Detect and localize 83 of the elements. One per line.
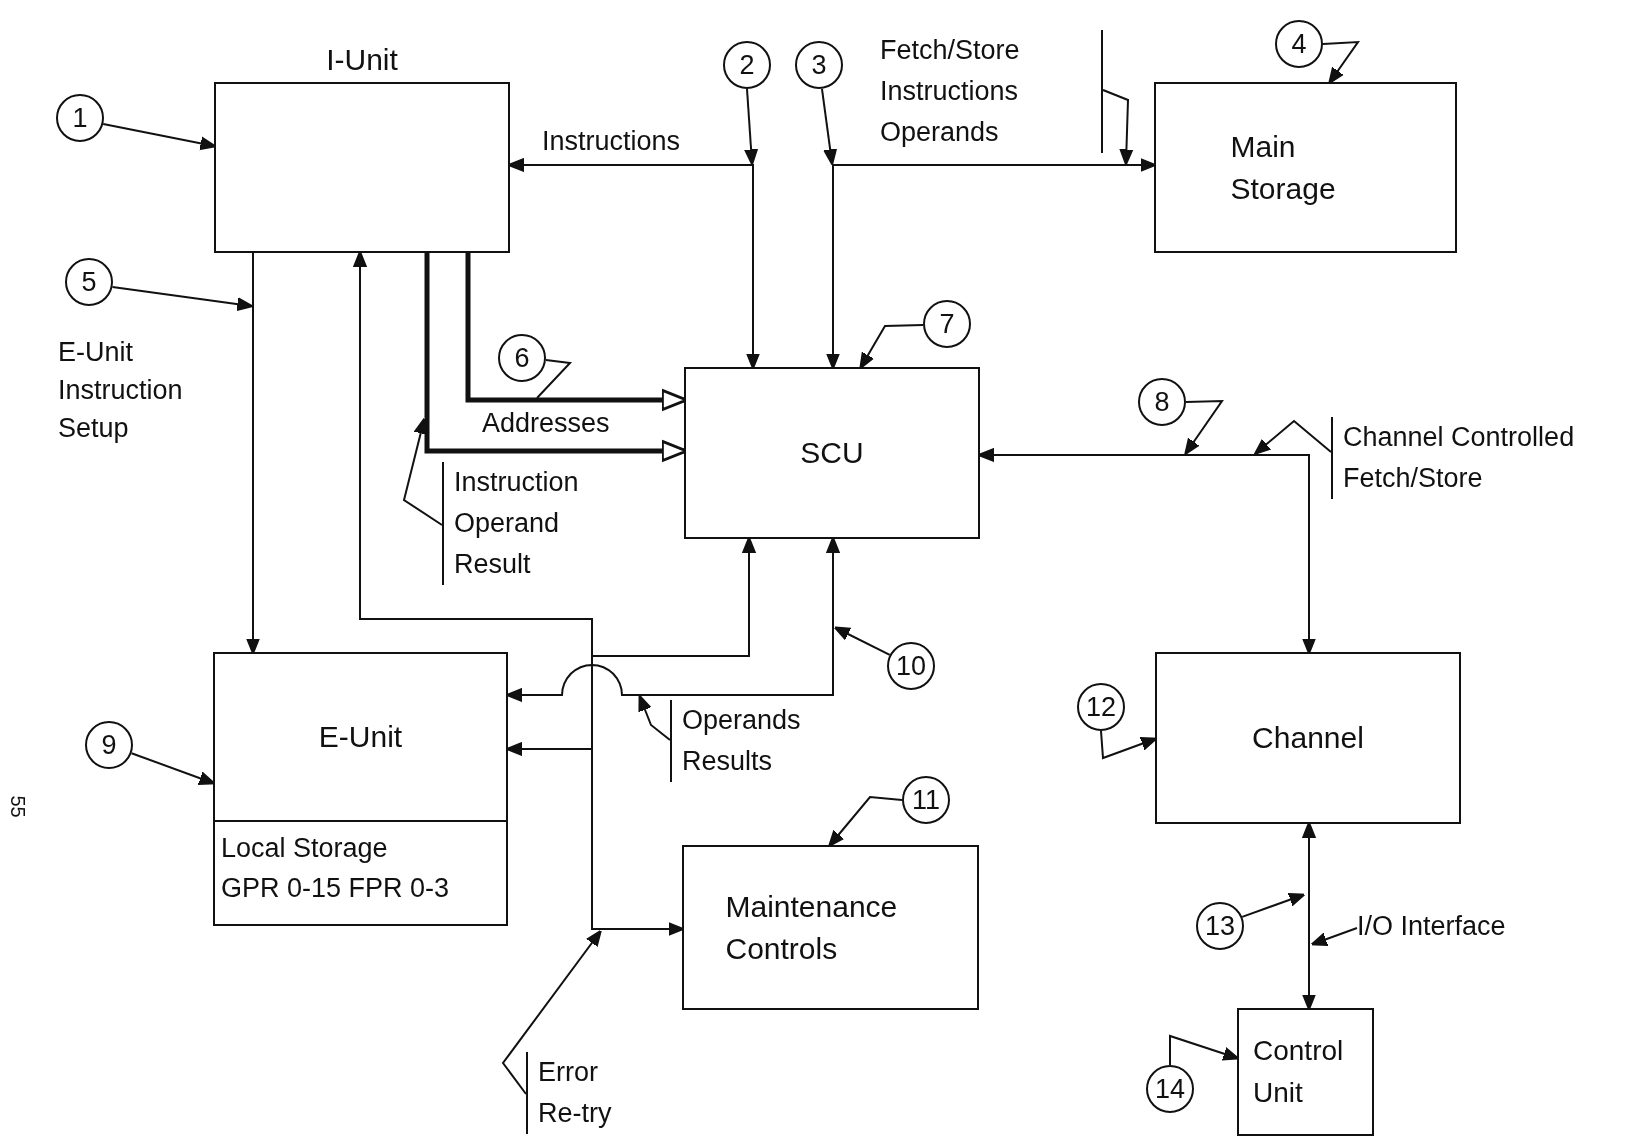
arrow	[591, 536, 756, 750]
leader-line	[130, 752, 216, 785]
note-text: Operands Results	[682, 705, 801, 776]
box-title: I-Unit	[325, 42, 399, 78]
note-text: Error Re-try	[538, 1057, 612, 1128]
box-label: E-Unit	[318, 719, 403, 755]
note-text: Channel Controlled Fetch/Store	[1343, 422, 1575, 493]
callout-number: 7	[939, 309, 955, 339]
process-box	[1237, 1008, 1374, 1136]
callout-number: 9	[101, 730, 117, 760]
callout-number: 1	[72, 103, 88, 133]
callout-circle	[795, 41, 843, 89]
storage-label: GPR 0-15 FPR 0-3	[221, 872, 451, 905]
callout-number: 10	[895, 651, 926, 681]
leader-line	[402, 417, 443, 526]
leader-line	[828, 795, 903, 848]
arrow	[977, 448, 1316, 655]
box-label: SCU	[800, 435, 864, 471]
arrow	[591, 748, 685, 936]
leader-line	[1102, 89, 1134, 166]
callout-circle	[56, 94, 104, 142]
arrow	[1302, 821, 1316, 1011]
note-text: I/O Interface	[1357, 906, 1597, 947]
process-box	[213, 652, 508, 926]
callout-circle	[902, 776, 950, 824]
leader-line	[1100, 730, 1158, 760]
callout-circle	[1138, 378, 1186, 426]
leader-line	[744, 88, 758, 166]
box-label: Main Storage	[1230, 128, 1337, 207]
leader-line	[1253, 419, 1332, 455]
leader-line	[501, 929, 602, 1095]
leader-line	[111, 285, 254, 311]
callout-number: 14	[1154, 1074, 1185, 1104]
callout-circle	[887, 642, 935, 690]
leader-line	[536, 359, 573, 399]
leader-line	[821, 87, 838, 166]
leader-line	[1184, 399, 1224, 456]
arrow	[246, 252, 260, 655]
box-label: Channel	[1252, 720, 1364, 756]
callout-circle	[1196, 902, 1244, 950]
edge-label: Addresses	[482, 407, 610, 440]
arrow	[505, 742, 593, 756]
callout-circle	[1146, 1065, 1194, 1113]
callout-circle	[1275, 20, 1323, 68]
box-label: Control Unit	[1253, 1034, 1345, 1110]
note-text: Fetch/Store Instructions Operands	[880, 35, 1020, 147]
callout-number: 3	[811, 50, 827, 80]
callout-circle	[1077, 683, 1125, 731]
callout-circle	[723, 41, 771, 89]
leader-line	[1169, 1034, 1240, 1066]
callout-number: 4	[1291, 29, 1307, 59]
process-box	[1155, 652, 1461, 824]
leader-line	[638, 694, 671, 741]
storage-label: Local Storage	[221, 832, 389, 865]
callout-number: 6	[514, 343, 530, 373]
callout-number: 11	[912, 785, 940, 815]
callout-circle	[498, 334, 546, 382]
box-label: Maintenance Controls	[725, 888, 899, 967]
callout-circle	[85, 721, 133, 769]
callout-circle	[65, 258, 113, 306]
callout-number: 12	[1085, 692, 1116, 722]
leader-line	[1241, 893, 1306, 918]
callout-number: 13	[1204, 911, 1235, 941]
arrow	[826, 158, 1157, 370]
arrow	[507, 158, 760, 370]
note-text: Instruction Operand Result	[454, 467, 579, 579]
bracket	[880, 30, 1103, 153]
leader-line	[1310, 927, 1358, 946]
callout-circle	[923, 300, 971, 348]
page-number: 55	[5, 795, 29, 818]
arrow	[505, 536, 840, 702]
leader-line	[1322, 40, 1360, 85]
edge-label: Instructions	[542, 125, 681, 158]
callout-number: 2	[739, 50, 755, 80]
process-box	[682, 845, 979, 1010]
leader-line	[833, 626, 891, 656]
process-box	[684, 367, 980, 539]
leader-line	[859, 324, 924, 370]
edge-label: E-Unit Instruction Setup	[58, 336, 184, 445]
process-box	[1154, 82, 1457, 253]
callout-number: 8	[1154, 387, 1170, 417]
callout-number: 5	[81, 267, 97, 297]
leader-line	[102, 123, 217, 151]
